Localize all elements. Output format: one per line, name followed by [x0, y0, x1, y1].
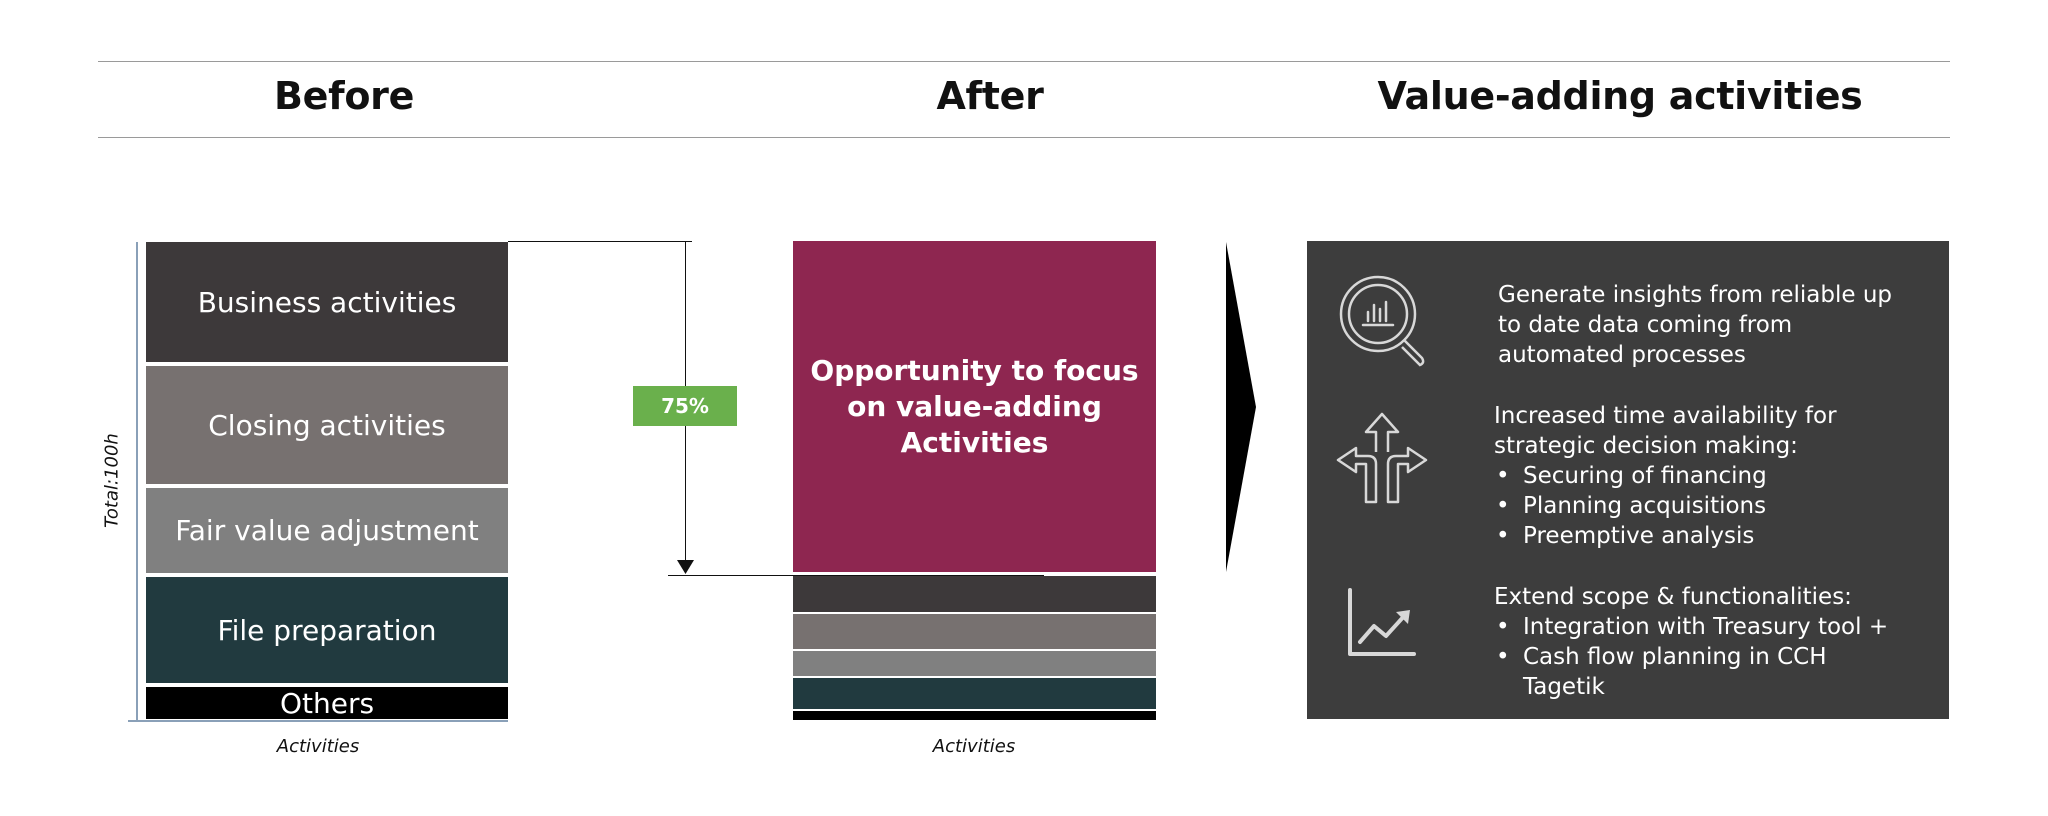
before-closing-activities: Closing activities — [146, 366, 508, 484]
after-file-preparation — [793, 678, 1156, 709]
before-fair-value-adjustment: Fair value adjustment — [146, 488, 508, 573]
before-closing-activities-label: Closing activities — [208, 408, 446, 442]
reduction-arrow-head — [677, 560, 694, 574]
before-file-preparation-label: File preparation — [217, 613, 437, 647]
value-item-3-line-1: Extend scope & functionalities: — [1494, 584, 1852, 610]
after-opportunity-block: Opportunity to focus on value-adding Act… — [793, 241, 1156, 572]
value-item-scope: Extend scope & functionalities: Integrat… — [1494, 582, 1924, 702]
value-item-2-line-2: strategic decision making: — [1494, 433, 1798, 459]
before-fair-value-adjustment-label: Fair value adjustment — [175, 514, 479, 547]
value-item-2-bullets: Securing of financing Planning acquisiti… — [1494, 461, 1924, 551]
value-item-3-bullet-continuation: Cash flow planning in CCH Tagetik — [1494, 642, 1924, 702]
after-closing-activities — [793, 614, 1156, 649]
split-arrows-icon — [1336, 412, 1428, 504]
value-item-insights: Generate insights from reliable up to da… — [1498, 280, 1928, 370]
value-item-3-bullet: Integration with Treasury tool + — [1494, 612, 1924, 642]
value-item-2-line-1: Increased time availability for — [1494, 403, 1837, 429]
opportunity-line-2: on value-adding — [847, 389, 1102, 423]
value-item-3-bullet-line-2: Cash flow planning in CCH — [1523, 644, 1827, 670]
header-before: Before — [274, 74, 415, 118]
after-business-activities — [793, 576, 1156, 612]
header-top-rule — [98, 61, 1950, 62]
opportunity-line-1: Opportunity to focus — [810, 353, 1139, 387]
value-item-1-line-1: Generate insights from reliable up — [1498, 282, 1892, 308]
value-item-3-bullets: Integration with Treasury tool + Cash fl… — [1494, 612, 1924, 702]
value-item-2-bullet: Preemptive analysis — [1494, 521, 1924, 551]
before-file-preparation: File preparation — [146, 577, 508, 683]
reduction-percent-badge: 75% — [633, 386, 737, 426]
before-x-axis — [128, 720, 508, 722]
before-y-axis — [136, 242, 138, 720]
opportunity-line-3: Activities — [900, 425, 1049, 459]
header-after: After — [936, 74, 1044, 118]
before-x-axis-label: Activities — [276, 736, 360, 757]
total-hours-label: Total:100h — [101, 433, 123, 528]
magnifier-chart-icon — [1339, 275, 1425, 367]
before-business-activities: Business activities — [146, 242, 508, 362]
value-item-2-bullet: Planning acquisitions — [1494, 491, 1924, 521]
value-item-3-bullet-line-3: Tagetik — [1523, 674, 1605, 700]
reduction-top-line — [508, 241, 692, 242]
header-bottom-rule — [98, 137, 1950, 138]
trend-chart-icon — [1348, 588, 1416, 656]
before-business-activities-label: Business activities — [197, 285, 457, 319]
after-x-axis-label: Activities — [932, 736, 1016, 757]
value-item-2-bullet: Securing of financing — [1494, 461, 1924, 491]
before-others: Others — [146, 686, 508, 720]
after-fair-value-adjustment — [793, 651, 1156, 676]
after-others — [793, 711, 1156, 720]
value-item-time-availability: Increased time availability for strategi… — [1494, 401, 1924, 551]
reduction-bottom-line — [668, 575, 1044, 576]
value-item-1-line-2: to date data coming from — [1498, 312, 1793, 338]
header-value-adding: Value-adding activities — [1377, 74, 1863, 118]
before-others-label: Others — [279, 686, 375, 720]
chevron-arrow-icon — [1226, 242, 1256, 572]
value-item-1-line-3: automated processes — [1498, 342, 1746, 368]
